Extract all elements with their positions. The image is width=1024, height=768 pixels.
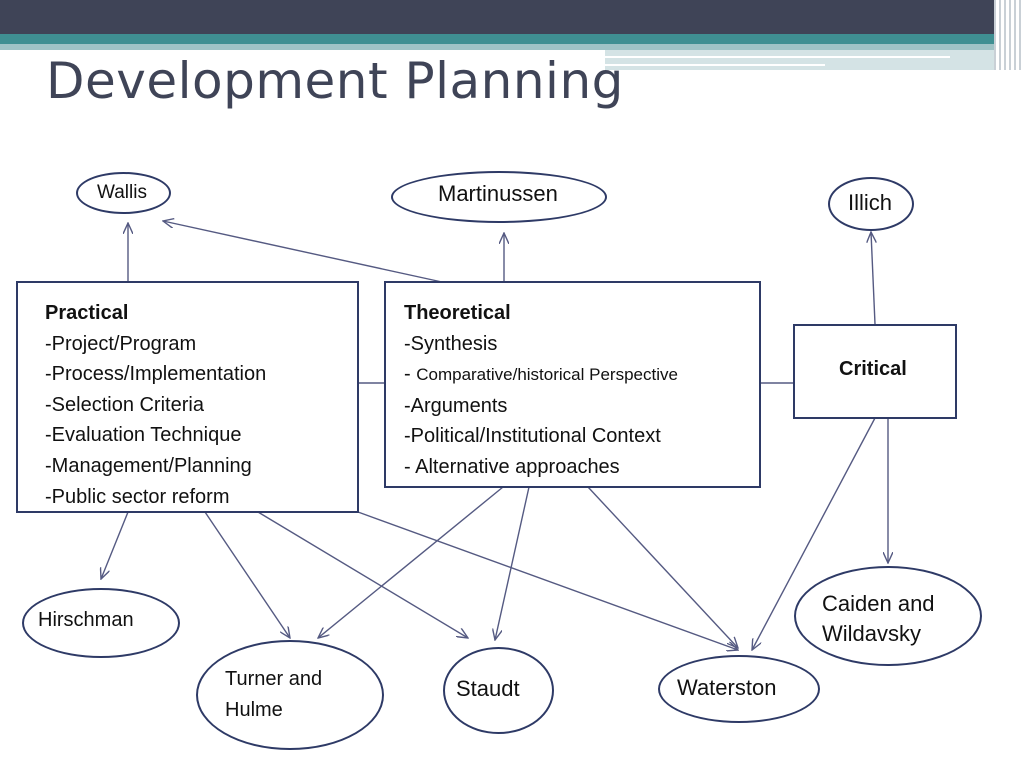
practical-item: -Public sector reform xyxy=(45,485,230,508)
link-theoretical-wallis xyxy=(163,221,443,283)
author-turner-label-line2: Hulme xyxy=(225,699,283,721)
author-wallis-label: Wallis xyxy=(97,182,147,203)
author-martinussen: Martinussen xyxy=(391,171,607,223)
author-turner-label-line1: Turner and xyxy=(225,668,323,690)
theoretical-item: -Arguments xyxy=(404,394,508,417)
link-theoretical-turner xyxy=(318,486,504,638)
theoretical-item: - Alternative approaches xyxy=(404,455,620,478)
link-theoretical-staudt xyxy=(495,486,530,640)
author-hirschman-label: Hirschman xyxy=(38,609,134,631)
author-martinussen-label: Martinussen xyxy=(438,181,558,206)
practical-box: Practical -Project/Program -Process/Impl… xyxy=(16,281,359,513)
author-waterston-label: Waterston xyxy=(677,675,777,700)
link-critical-waterston xyxy=(752,417,876,650)
header-stripes xyxy=(994,0,1024,70)
header-accent-band xyxy=(0,34,1024,44)
critical-box: Critical xyxy=(793,324,957,419)
theoretical-item: -Political/Institutional Context xyxy=(404,425,661,448)
link-critical-illich xyxy=(871,232,875,325)
theoretical-box: Theoretical -Synthesis - Comparative/his… xyxy=(384,281,761,488)
author-staudt: Staudt xyxy=(443,647,554,734)
practical-item: -Evaluation Technique xyxy=(45,424,242,447)
header-accent-band-light xyxy=(0,44,1024,50)
practical-item: -Process/Implementation xyxy=(45,363,267,386)
author-wallis: Wallis xyxy=(76,172,171,214)
slide-title: Development Planning xyxy=(46,52,624,110)
critical-heading: Critical xyxy=(839,358,907,380)
link-practical-waterston xyxy=(357,511,738,650)
theoretical-heading: Theoretical xyxy=(404,302,511,324)
theoretical-item: -Synthesis xyxy=(404,332,498,355)
header-accent-line xyxy=(605,56,950,58)
practical-heading: Practical xyxy=(45,302,129,324)
theoretical-item-text: Comparative/historical Perspective xyxy=(416,365,678,385)
link-practical-hirschman xyxy=(101,511,129,579)
practical-item: -Project/Program xyxy=(45,332,197,355)
author-waterston: Waterston xyxy=(658,655,820,723)
header-bar xyxy=(0,0,1024,34)
link-practical-staudt xyxy=(257,511,468,638)
theoretical-item-dash: - xyxy=(404,363,417,386)
link-practical-turner xyxy=(204,511,290,638)
author-caiden-label-line1: Caiden and xyxy=(822,591,935,616)
author-illich: Illich xyxy=(828,177,914,231)
author-staudt-label: Staudt xyxy=(456,676,520,701)
author-illich-label: Illich xyxy=(848,190,893,215)
author-turner-and-hulme: Turner and Hulme xyxy=(196,640,384,750)
author-hirschman: Hirschman xyxy=(22,588,180,658)
practical-item: -Selection Criteria xyxy=(45,393,204,416)
author-caiden-label-line2: Wildavsky xyxy=(822,621,922,646)
practical-item: -Management/Planning xyxy=(45,454,252,477)
theoretical-item: - Comparative/historical Perspective xyxy=(404,359,759,391)
link-theoretical-waterston xyxy=(587,486,738,648)
header-accent-line xyxy=(605,64,825,66)
author-caiden-and-wildavsky: Caiden and Wildavsky xyxy=(794,566,982,666)
